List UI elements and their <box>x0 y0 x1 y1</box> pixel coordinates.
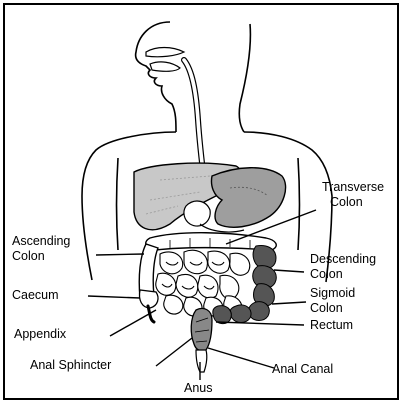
label-sigmoid-colon: Sigmoid Colon <box>310 286 355 316</box>
label-anal-sphincter: Anal Sphincter <box>30 358 111 373</box>
label-ascending-colon: Ascending Colon <box>12 234 70 264</box>
label-anal-canal: Anal Canal <box>272 362 333 377</box>
label-transverse-colon: Transverse Colon <box>322 180 384 210</box>
label-caecum: Caecum <box>12 288 59 303</box>
label-ascending-colon-line1: Ascending <box>12 234 70 249</box>
stomach <box>211 168 285 228</box>
label-rectum: Rectum <box>310 318 353 333</box>
oral-cavity <box>146 48 184 72</box>
label-sigmoid-colon-line1: Sigmoid <box>310 286 355 301</box>
anal-canal <box>196 350 207 372</box>
rectum <box>191 308 212 350</box>
label-descending-colon: Descending Colon <box>310 252 376 282</box>
label-transverse-colon-line1: Transverse <box>322 180 384 195</box>
label-appendix: Appendix <box>14 327 66 342</box>
descending-colon <box>253 246 277 307</box>
gall-bladder <box>184 201 210 226</box>
label-ascending-colon-line2: Colon <box>12 249 70 264</box>
label-descending-colon-line2: Colon <box>310 267 376 282</box>
label-transverse-colon-line2: Colon <box>322 195 384 210</box>
label-sigmoid-colon-line2: Colon <box>310 301 355 316</box>
label-descending-colon-line1: Descending <box>310 252 376 267</box>
label-anus: Anus <box>184 381 213 396</box>
